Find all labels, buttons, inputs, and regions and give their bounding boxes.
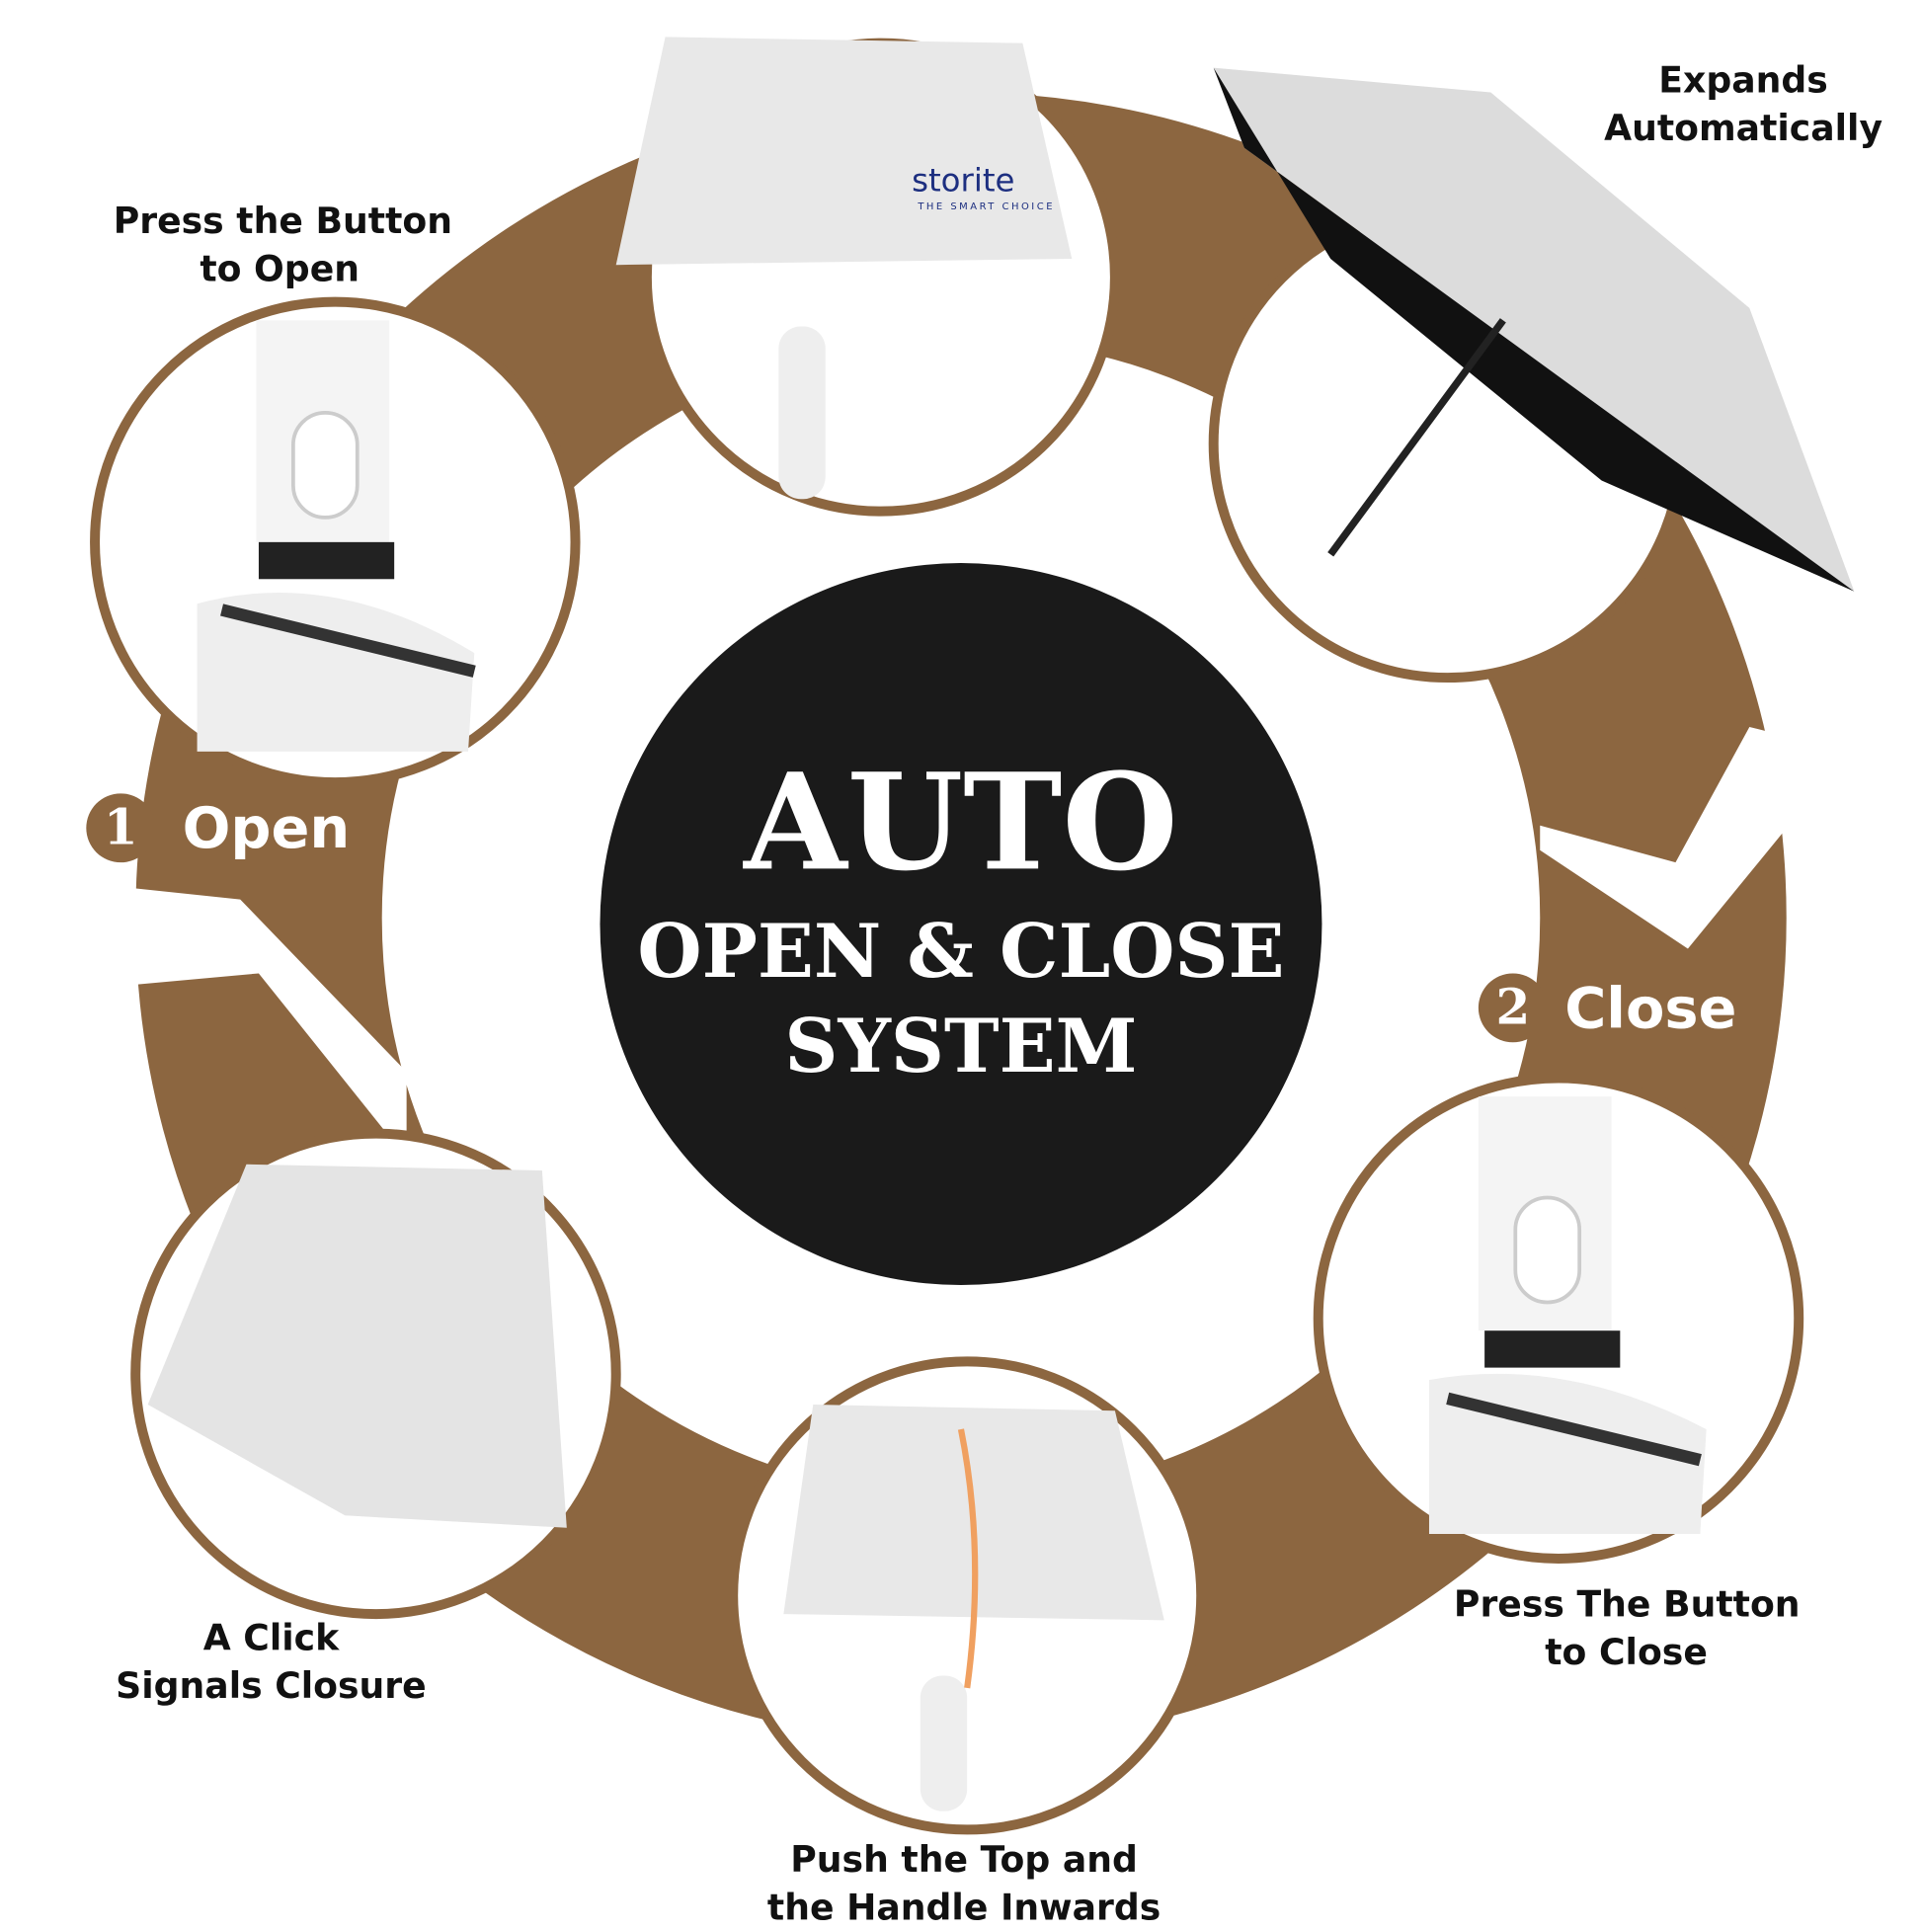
brand-tagline: THE SMART CHOICE	[917, 201, 1055, 212]
photo-click-closure	[130, 1128, 621, 1620]
caption-line: to Close	[1545, 1631, 1708, 1673]
caption-line: Signals Closure	[116, 1664, 427, 1707]
center-subtitle-2: SYSTEM	[784, 1004, 1138, 1090]
arrow-notch-left	[122, 887, 407, 1159]
step-1-label: Open	[182, 794, 351, 861]
caption-expands: Expands Automatically	[1595, 56, 1890, 152]
brand-logo: storite	[912, 161, 1014, 199]
photo-press-close	[1313, 1073, 1804, 1564]
caption-press-close: Press The Button to Close	[1453, 1580, 1801, 1676]
photo-push-top	[728, 1356, 1207, 1835]
caption-click: A Click Signals Closure	[111, 1614, 431, 1710]
caption-line: the Handle Inwards	[766, 1886, 1161, 1929]
caption-line: Push the Top and	[790, 1838, 1138, 1881]
center-subtitle: OPEN & CLOSE	[637, 909, 1285, 996]
step-2-label: Close	[1564, 974, 1737, 1042]
arrow-notch-right	[1540, 726, 1800, 949]
caption-line: Press the Button	[113, 200, 453, 242]
photo-umbrella-folded-top: storite THE SMART CHOICE	[615, 37, 1120, 517]
step-2-badge: 2	[1478, 973, 1548, 1043]
caption-press-open: Press the Button to Open	[113, 198, 453, 293]
photo-press-open	[90, 296, 581, 788]
caption-line: Automatically	[1604, 107, 1883, 149]
caption-push: Push the Top and the Handle Inwards	[763, 1836, 1163, 1932]
photo-umbrella-open	[1208, 67, 1855, 684]
caption-line: to Open	[200, 247, 360, 290]
caption-line: Expands	[1658, 58, 1828, 102]
center-circle	[600, 563, 1322, 1286]
caption-line: A Click	[202, 1616, 340, 1659]
center-title: AUTO	[744, 745, 1178, 901]
caption-line: Press The Button	[1453, 1582, 1801, 1626]
step-1-badge: 1	[86, 793, 156, 863]
